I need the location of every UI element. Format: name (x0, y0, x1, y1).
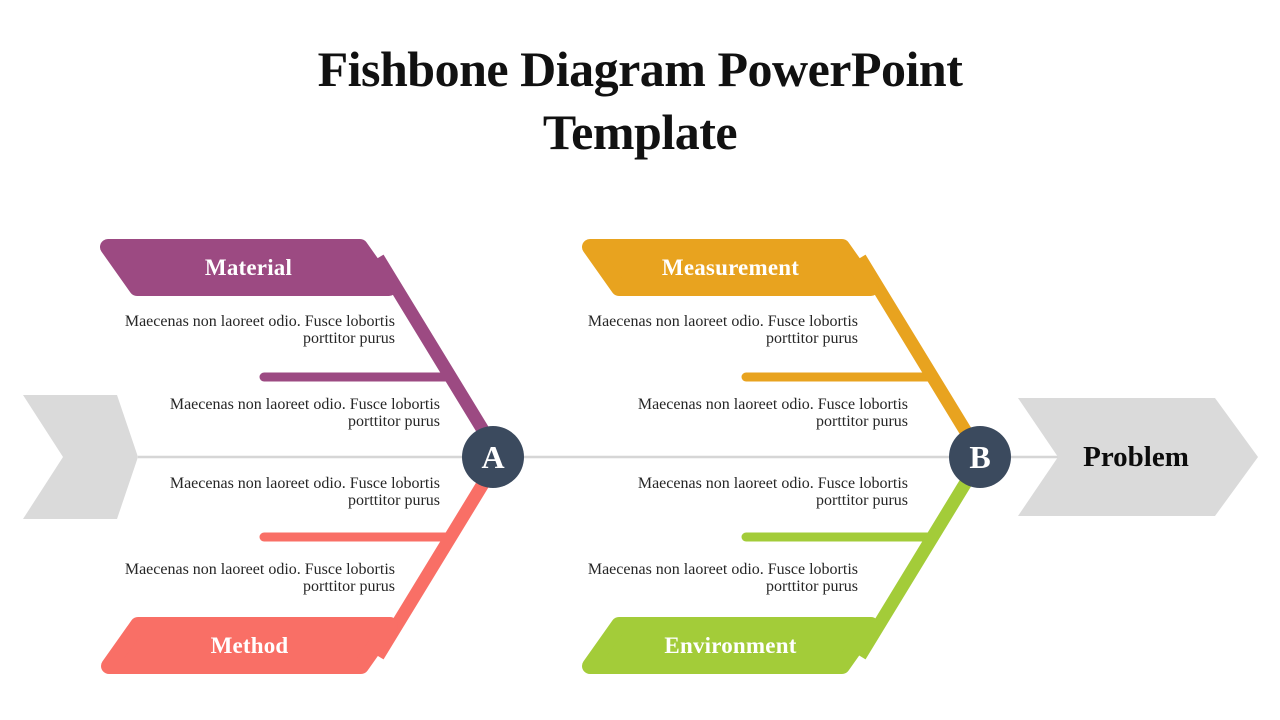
note-environment-1: Maecenas non laoreet odio. Fusce loborti… (637, 475, 908, 510)
problem-arrow (1018, 398, 1258, 516)
category-label-environment: Environment (664, 632, 797, 658)
note-measurement-1: Maecenas non laoreet odio. Fusce loborti… (587, 313, 858, 348)
category-label-measurement: Measurement (661, 254, 800, 280)
method-banner (101, 617, 398, 674)
note-method-1: Maecenas non laoreet odio. Fusce loborti… (169, 475, 440, 510)
note-material-1: Maecenas non laoreet odio. Fusce loborti… (124, 313, 395, 348)
environment-banner (582, 617, 879, 674)
page-title: Fishbone Diagram PowerPoint Template (317, 41, 963, 160)
node-a-label: A (481, 438, 505, 475)
category-label-material: Material (204, 254, 293, 280)
node-b-label: B (969, 438, 991, 475)
tail-chevron (23, 395, 138, 519)
note-measurement-2: Maecenas non laoreet odio. Fusce loborti… (637, 396, 908, 431)
node-a-circle (462, 426, 524, 488)
problem-label: Problem (1083, 440, 1189, 473)
note-environment-2: Maecenas non laoreet odio. Fusce loborti… (587, 561, 858, 596)
measurement-banner (582, 239, 879, 296)
material-banner (100, 239, 397, 296)
note-method-2: Maecenas non laoreet odio. Fusce loborti… (124, 561, 395, 596)
note-material-2: Maecenas non laoreet odio. Fusce loborti… (169, 396, 440, 431)
category-label-method: Method (210, 632, 289, 658)
node-b-circle (949, 426, 1011, 488)
